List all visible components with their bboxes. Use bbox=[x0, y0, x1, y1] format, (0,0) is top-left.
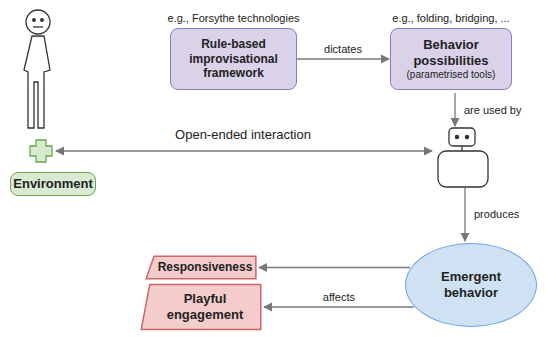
annotation-label: are used by bbox=[462, 104, 523, 117]
example-note: e.g., folding, bridging, ... bbox=[392, 12, 509, 25]
edge-label: affects bbox=[321, 291, 357, 304]
annotation-label: Open-ended interaction bbox=[173, 128, 313, 143]
interaction-arrow bbox=[56, 150, 432, 151]
node-text: Emergent behavior bbox=[424, 269, 518, 300]
node-text: Responsiveness bbox=[158, 260, 253, 274]
connector-arrow bbox=[264, 306, 414, 307]
robot-figure bbox=[438, 128, 488, 187]
person-figure bbox=[24, 10, 50, 128]
node-text: Rule-based improvisational framework bbox=[176, 37, 291, 80]
annotation-label: produces bbox=[472, 208, 521, 221]
example-note: e.g., Forsythe technologies bbox=[167, 12, 299, 25]
produce-arrow bbox=[464, 188, 465, 241]
emergent-ellipse: Emergent behavior bbox=[405, 243, 537, 327]
connector-arrow bbox=[259, 267, 410, 268]
node-text: Behavior possibilities bbox=[396, 37, 506, 68]
node-text: (parametrised tools) bbox=[407, 69, 496, 81]
framework-box: e.g., Forsythe technologiesRule-based im… bbox=[170, 28, 297, 90]
trapezoid-shape bbox=[146, 256, 256, 279]
outcome-trapezoid: Playful engagement bbox=[140, 284, 262, 330]
node-text: Playful engagement bbox=[154, 291, 256, 322]
outcome-trapezoid: Responsiveness bbox=[145, 256, 257, 279]
use-arrow bbox=[454, 93, 455, 126]
plus-symbol bbox=[30, 140, 52, 162]
behavior-box: e.g., folding, bridging, ...Behavior pos… bbox=[390, 28, 512, 90]
node-text: Environment bbox=[13, 176, 92, 192]
edge-label: dictates bbox=[322, 43, 364, 56]
connector-arrow bbox=[297, 58, 389, 59]
trapezoid-shape bbox=[141, 284, 261, 329]
environment-box: Environment bbox=[10, 172, 96, 196]
